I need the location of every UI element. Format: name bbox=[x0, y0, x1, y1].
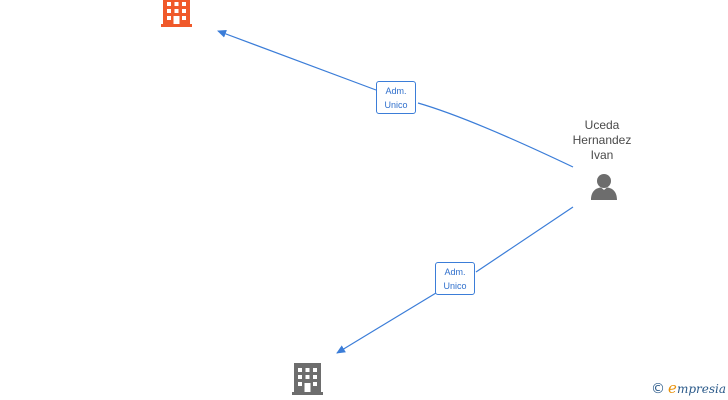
relation-role-line: Adm. bbox=[444, 267, 466, 277]
person-name[interactable]: Uceda Hernandez Ivan bbox=[560, 118, 644, 163]
copyright-icon: © bbox=[651, 381, 666, 397]
brand-watermark: ©empresia bbox=[651, 379, 726, 397]
person-icon[interactable] bbox=[591, 174, 617, 200]
relation-role-line: Unico bbox=[443, 281, 467, 291]
person-name-line: Hernandez bbox=[572, 133, 632, 147]
building-icon[interactable] bbox=[161, 0, 192, 27]
relation-edge-2 bbox=[337, 206, 574, 353]
relation-role-line: Adm. bbox=[385, 86, 407, 96]
relation-role-line: Unico bbox=[384, 100, 408, 110]
relation-label[interactable]: Adm. Unico bbox=[435, 262, 475, 295]
brand-initial: e bbox=[668, 379, 677, 397]
relation-label[interactable]: Adm. Unico bbox=[376, 81, 416, 114]
building-icon[interactable] bbox=[292, 363, 323, 395]
relation-edge-1 bbox=[218, 31, 574, 168]
person-name-line: Uceda bbox=[584, 118, 620, 132]
person-name-line: Ivan bbox=[590, 148, 614, 162]
brand-name: mpresia bbox=[676, 382, 726, 396]
